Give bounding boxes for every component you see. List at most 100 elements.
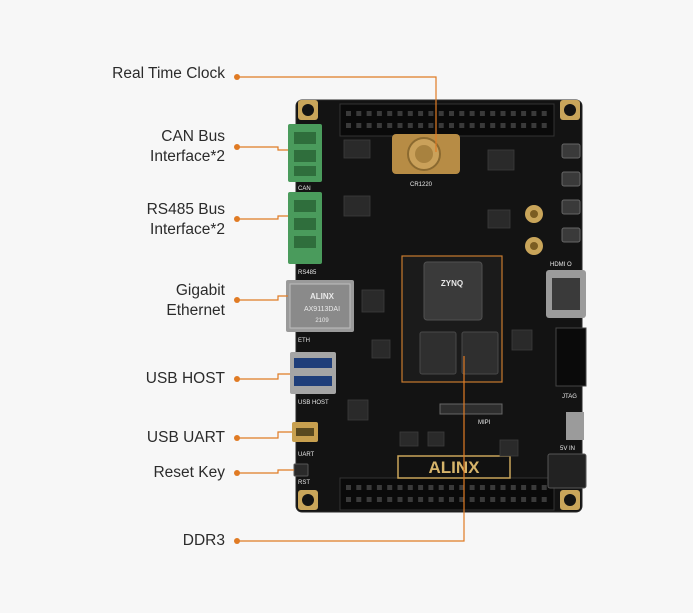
header-pin	[407, 497, 413, 502]
jtag-silk: JTAG	[562, 394, 577, 400]
rs485-text-line2: Interface*2	[150, 221, 225, 238]
header-pin	[366, 111, 372, 116]
header-pin	[500, 485, 506, 490]
header-pin	[490, 497, 496, 502]
ddr3-text: DDR3	[182, 532, 225, 549]
header-pin	[387, 111, 393, 116]
header-pin	[366, 485, 372, 490]
header-pin	[459, 123, 465, 128]
header-pin	[541, 111, 547, 116]
user-keys	[561, 143, 581, 243]
header-pin	[500, 497, 506, 502]
header-pin	[376, 111, 382, 116]
can-leader	[237, 146, 288, 151]
bottom-pin-header	[339, 477, 555, 511]
rs485-silk: RS485	[298, 270, 317, 276]
sma-connectors	[525, 205, 543, 255]
rs485-text-line1: RS485 Bus	[146, 201, 225, 218]
rtc-leader	[237, 76, 437, 152]
reset-leader	[237, 469, 294, 474]
header-pin	[521, 497, 527, 502]
header-pin	[346, 123, 351, 128]
header-pin	[418, 111, 424, 116]
header-pin	[479, 123, 485, 128]
sv-in-silk: 5V IN	[560, 446, 575, 452]
header-pin	[407, 123, 413, 128]
label-real-time-clock: Real Time Clock	[112, 64, 225, 84]
header-pin	[459, 111, 465, 116]
header-pin	[428, 485, 434, 490]
header-pin	[490, 123, 496, 128]
hdmi-port: HDMI O	[546, 262, 586, 318]
cr1220-silk: CR1220	[410, 182, 433, 188]
usb-host-port: USB HOST	[290, 352, 336, 406]
mipi-connector: MIPI	[439, 403, 503, 426]
header-pin	[418, 485, 424, 490]
header-pin	[541, 123, 547, 128]
header-pin	[346, 111, 351, 116]
pcb-board: CR1220 CAN RS485 ALINX AX9113DAI 2109 ET…	[286, 99, 587, 513]
uart-silk: UART	[298, 452, 315, 458]
usb-uart-port: UART	[292, 422, 318, 458]
header-pin	[397, 111, 403, 116]
alinx-logo: ALINX	[397, 455, 511, 479]
callout-dots	[234, 74, 240, 544]
mipi-silk: MIPI	[478, 420, 491, 426]
header-pin	[531, 497, 537, 502]
header-pin	[438, 485, 444, 490]
eth-module-code: 2109	[315, 318, 329, 324]
header-pin	[500, 123, 506, 128]
label-can-bus: CAN Bus Interface*2	[150, 127, 225, 167]
gig-leader	[237, 295, 288, 301]
header-pin	[541, 485, 547, 490]
jtag-header: JTAG	[555, 327, 587, 400]
header-pin	[387, 497, 393, 502]
can-terminal-block: CAN	[288, 124, 322, 192]
header-pin	[479, 111, 485, 116]
header-pin	[366, 497, 372, 502]
header-pin	[531, 485, 537, 490]
header-pin	[397, 123, 403, 128]
header-pin	[428, 111, 434, 116]
eth-module-brand: ALINX	[310, 292, 335, 301]
svg-text:ALINX: ALINX	[429, 458, 481, 477]
hdmi-silk: HDMI O	[550, 262, 572, 268]
header-pin	[449, 123, 454, 128]
header-pin	[500, 111, 506, 116]
header-pin	[469, 485, 475, 490]
header-pin	[449, 111, 454, 116]
header-pin	[346, 485, 351, 490]
rs485-leader	[237, 215, 288, 220]
callout-lines	[237, 76, 465, 542]
header-pin	[490, 111, 496, 116]
label-usb-host: USB HOST	[146, 369, 225, 389]
header-pin	[449, 497, 454, 502]
header-pin	[459, 497, 465, 502]
header-pin	[407, 111, 413, 116]
header-pin	[521, 485, 527, 490]
header-pin	[428, 497, 434, 502]
power-input: 5V IN	[547, 412, 587, 489]
header-pin	[531, 111, 537, 116]
can-text-line2: Interface*2	[150, 148, 225, 165]
header-pin	[459, 485, 465, 490]
label-gigabit-ethernet: Gigabit Ethernet	[166, 281, 225, 321]
gig-text-line2: Ethernet	[166, 302, 225, 319]
header-pin	[356, 485, 362, 490]
usb-uart-leader	[237, 431, 292, 439]
header-pin	[387, 123, 393, 128]
header-pin	[387, 485, 393, 490]
eth-silk: ETH	[298, 338, 310, 344]
header-pin	[356, 497, 362, 502]
rs485-terminal-block: RS485	[288, 192, 322, 276]
usb-host-leader	[237, 373, 290, 380]
header-pin	[376, 123, 382, 128]
usb-host-silk: USB HOST	[298, 400, 329, 406]
header-pin	[418, 497, 424, 502]
header-pin	[397, 485, 403, 490]
can-text-line1: CAN Bus	[161, 128, 225, 145]
header-pin	[479, 485, 485, 490]
header-pin	[521, 123, 527, 128]
header-pin	[438, 123, 444, 128]
header-pin	[510, 111, 516, 116]
